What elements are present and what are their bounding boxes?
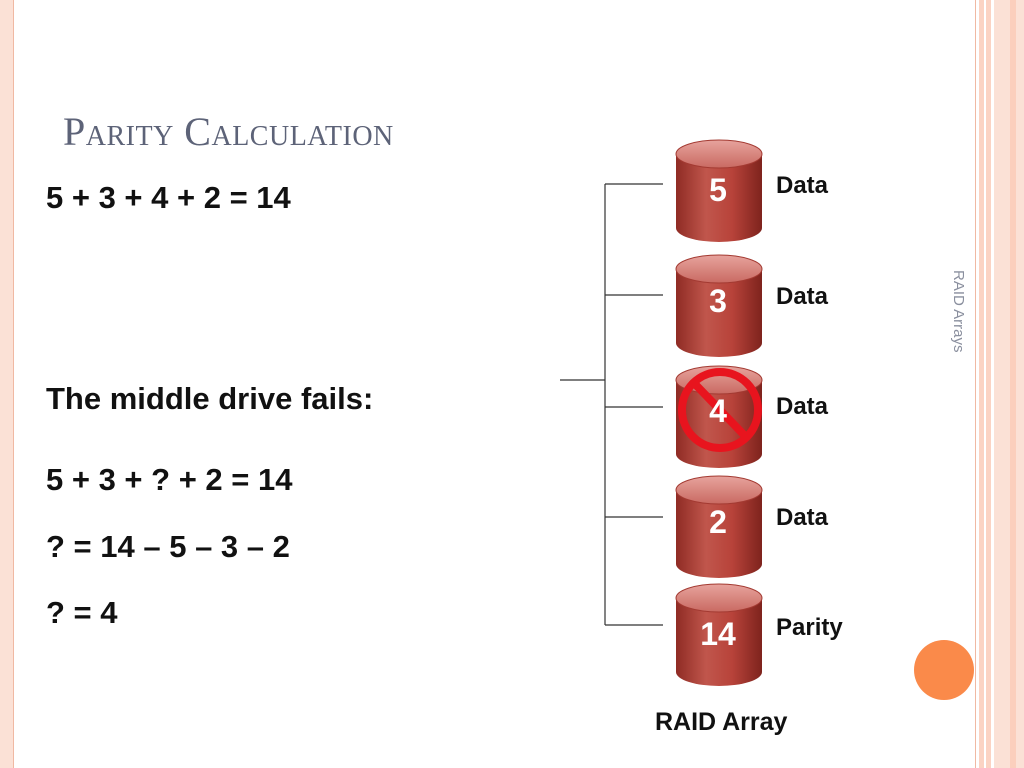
equation-result: ? = 4 (46, 595, 118, 630)
frame-right-border (994, 0, 1024, 768)
drive-cylinder (675, 583, 763, 686)
side-label: RAID Arrays (950, 270, 967, 353)
drive-body (676, 598, 762, 686)
drive-value: 4 (709, 393, 727, 429)
drive-cylinder (675, 139, 763, 242)
frame-right-stripe (986, 0, 991, 768)
drive-label: Data (776, 504, 829, 531)
frame-right-line (975, 0, 976, 768)
prohibited-circle (678, 368, 762, 452)
drive-body (676, 154, 762, 242)
drive-body (676, 269, 762, 357)
equation-missing: 5 + 3 + ? + 2 = 14 (46, 462, 293, 497)
drive-top (675, 475, 763, 505)
slide-title: Parity Calculation (63, 109, 394, 154)
raid-array-caption: RAID Array (655, 708, 788, 736)
drive-label: Parity (776, 614, 843, 641)
drive-cylinder (675, 254, 763, 357)
drive-label: Data (776, 172, 829, 199)
fail-heading: The middle drive fails: (46, 381, 374, 416)
equation-solve: ? = 14 – 5 – 3 – 2 (46, 529, 290, 564)
drive-label: Data (776, 283, 829, 310)
drive-value: 2 (709, 504, 727, 540)
drive-label: Data (776, 393, 829, 420)
frame-right-stripe (979, 0, 984, 768)
drive-value: 14 (700, 616, 736, 652)
connector-lines (560, 183, 663, 626)
prohibited-slash (691, 380, 749, 440)
frame-right-stripe (1010, 0, 1016, 768)
drive-value: 3 (709, 283, 727, 319)
drive-top (675, 139, 763, 169)
drive-value: 5 (709, 172, 727, 208)
prohibited-icon (678, 368, 762, 452)
equation-full: 5 + 3 + 4 + 2 = 14 (46, 180, 291, 215)
drive-top (675, 583, 763, 613)
drive-body (676, 490, 762, 578)
decorative-circle (914, 640, 974, 700)
frame-left-line (13, 0, 14, 768)
drive-cylinder (675, 475, 763, 578)
drive-top (675, 254, 763, 284)
frame-left-border (0, 0, 13, 768)
